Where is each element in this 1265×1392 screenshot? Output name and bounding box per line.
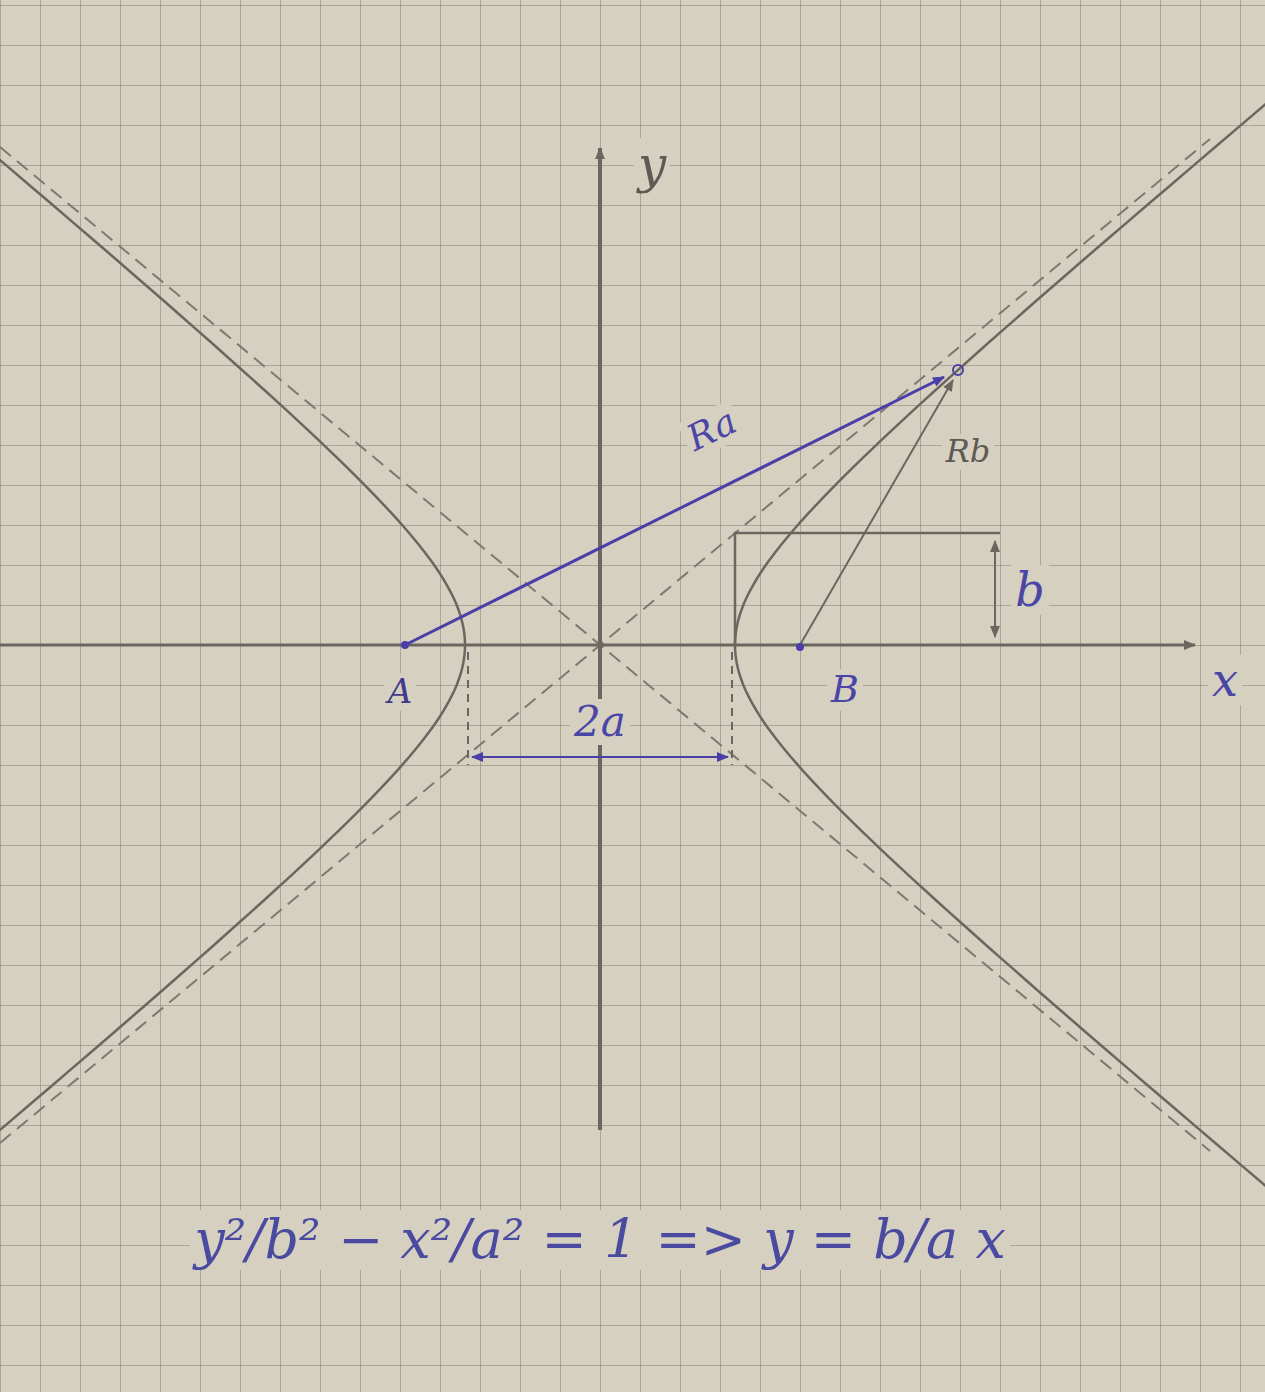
focus-point bbox=[796, 643, 804, 651]
focus-point bbox=[401, 641, 409, 649]
point-label: B bbox=[827, 669, 863, 711]
extension-line bbox=[731, 652, 733, 765]
dimension-label: b bbox=[1011, 565, 1048, 616]
axis-label: x bbox=[1208, 655, 1242, 706]
equation: y²/b² − x²/a² = 1 => y = b/a x bbox=[190, 1210, 1010, 1269]
hyperbola-branch bbox=[0, 33, 465, 1257]
vector-label: Ra bbox=[678, 400, 747, 461]
dimension-label: 2a bbox=[570, 699, 630, 745]
asymptote bbox=[0, 139, 1210, 1143]
radius-vector bbox=[405, 377, 944, 645]
construction-box bbox=[735, 533, 1000, 645]
curve-point bbox=[953, 365, 963, 375]
radius-vector bbox=[800, 380, 953, 645]
y-axis bbox=[598, 148, 602, 1130]
point-label: A bbox=[384, 673, 417, 710]
vector-label: Rb bbox=[942, 434, 995, 469]
axis-label: y bbox=[634, 138, 670, 193]
extension-line bbox=[467, 652, 469, 765]
dimension-arrow bbox=[994, 541, 996, 637]
x-axis bbox=[0, 644, 1195, 647]
dimension-arrow bbox=[472, 756, 728, 758]
hyperbola-branch bbox=[735, 33, 1265, 1257]
asymptote bbox=[0, 147, 1210, 1151]
